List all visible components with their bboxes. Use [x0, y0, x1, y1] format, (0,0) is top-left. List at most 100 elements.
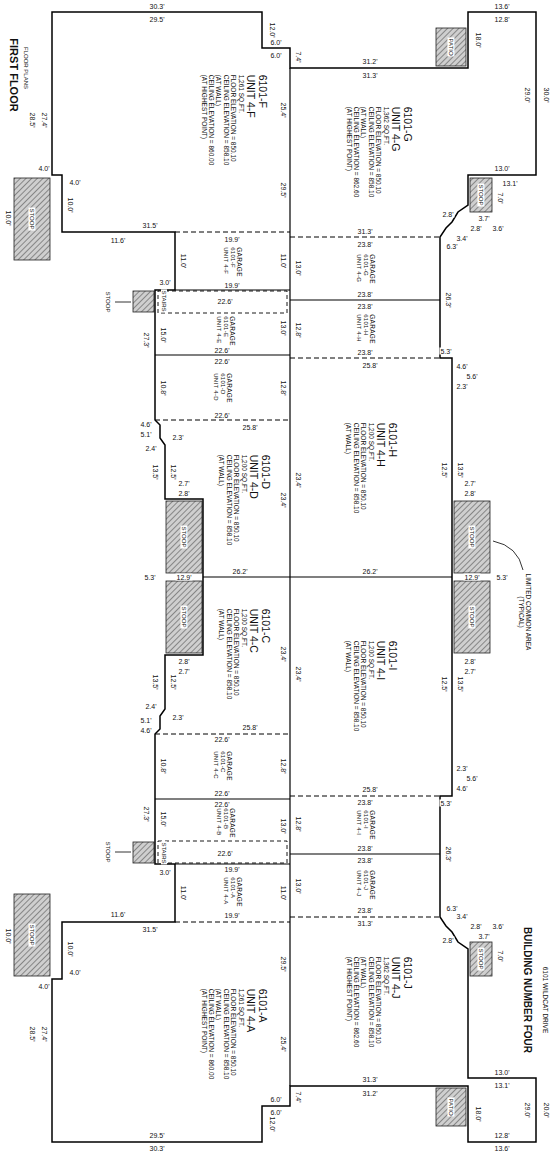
text-block: 6101-CUNIT 4-C1,200 SQ.FT.FLOOR ELEVATIO… [218, 609, 272, 700]
area-label: PATIO [448, 38, 455, 55]
dimension: 4.6' [139, 727, 152, 734]
patio-area: PATIO [436, 28, 466, 66]
dimension: 2.4' [144, 703, 157, 710]
elevation-note: CEILING ELEVATION = 858.10 [225, 455, 232, 546]
dimension: 23.8' [357, 857, 374, 864]
elevation-note: CEILING ELEVATION = 860.00 [208, 75, 215, 166]
text-block: GARAGE6101-BUNIT 4-B [214, 808, 235, 838]
area-label: PATIO [448, 1098, 455, 1115]
text-block: PATIO [448, 1097, 455, 1116]
unit-label: UNIT 4-F [221, 247, 228, 277]
elevation-note: CEILING ELEVATION = 858.10 [368, 107, 375, 198]
elevation-note: FLOOR ELEVATION = 850.10 [375, 957, 382, 1048]
stairs-label: STAIRS [161, 841, 167, 864]
area-label: STOOP [469, 607, 476, 628]
dimension: 4.0' [37, 983, 50, 990]
text-block: GARAGE6101-GUNIT 4-G [354, 254, 375, 284]
unit-room: 6101-DUNIT 4-D1,200 SQ.FT.FLOOR ELEVATIO… [203, 420, 290, 577]
dimension: 23.4' [280, 492, 287, 509]
dimension: 23.8' [357, 291, 374, 298]
text-block: STOOP [469, 526, 476, 549]
stoop-hatch [454, 581, 490, 653]
dimension: 20.0' [543, 1102, 550, 1119]
unit-room: 6101-FUNIT 4-F1,261 SQ.FT.FLOOR ELEVATIO… [52, 12, 290, 232]
stoop-hatch [14, 178, 50, 260]
unit-room: 6101-HUNIT 4-H1,200 SQ.FT.FLOOR ELEVATIO… [290, 358, 452, 577]
elevation-note: CEILING ELEVATION = 858.10 [225, 609, 232, 700]
unit-label: UNIT 4-D [211, 373, 218, 403]
dimension: 12.8' [295, 322, 302, 339]
text-block: STOOP [29, 924, 36, 947]
elevation-note: FLOOR ELEVATION = 850.10 [230, 989, 237, 1080]
room-label: GARAGE [235, 247, 242, 277]
dimension: 31.2' [362, 58, 379, 65]
dimension: 3.4' [455, 235, 468, 242]
leader-line [493, 541, 523, 570]
dimension: 31.5' [142, 222, 159, 229]
stoop-hatch [470, 942, 492, 976]
address: 6101 WILDCAT DRIVE [542, 966, 549, 1035]
dimension: 23.8' [357, 907, 374, 914]
unit-number: 6101-F [257, 75, 269, 166]
dimension: 3.7' [477, 215, 490, 222]
hatched-areas [14, 28, 492, 1126]
dimension: 12.8' [494, 16, 511, 23]
text-block: 6101-HUNIT 4-H1,200 SQ.FT.FLOOR ELEVATIO… [345, 423, 399, 514]
dimension: 12.8' [295, 816, 302, 833]
dimension: 28.5' [29, 1026, 36, 1043]
dimension: 12.5' [170, 674, 177, 691]
text-block: STOOP [29, 208, 36, 231]
dimension: 2.8' [463, 658, 476, 665]
dimension: 2.8' [441, 937, 454, 944]
sheet-title: FIRST FLOOR [8, 38, 19, 111]
dimension: 2.4' [144, 445, 157, 452]
dimension: 31.3' [362, 72, 379, 79]
elevation-note: (AT WALL) [345, 423, 352, 514]
dimension: 27.3' [143, 806, 150, 823]
elevation-note: FLOOR ELEVATION = 850.10 [233, 609, 240, 700]
area-label: STOOP [469, 527, 476, 548]
dimension: 29.5' [280, 182, 287, 199]
stoop-area: STOOP [454, 501, 490, 573]
unit-number: 6101-J [402, 957, 414, 1048]
dimension: 3.0' [158, 869, 171, 876]
dimension: 23.8' [357, 241, 374, 248]
area-note: 1,261 SQ.FT. [238, 989, 245, 1080]
unit-label: UNIT 4-F [245, 75, 257, 166]
dimension: 6.0' [269, 39, 282, 46]
dimension: 2.8' [177, 658, 190, 665]
text-block: STOOP [181, 526, 188, 549]
elevation-note: (AT WALL) [218, 609, 225, 700]
dimension: 2.7' [177, 480, 190, 487]
dimension: 12.5' [441, 676, 448, 693]
dimension: 5.6' [465, 775, 478, 782]
unit-room: 6101-CUNIT 4-C1,200 SQ.FT.FLOOR ELEVATIO… [203, 577, 290, 734]
unit-number: 6101-J [361, 870, 368, 900]
dimension: 5.3' [439, 348, 452, 355]
dimension: 13.0' [494, 165, 511, 172]
dimension: 12.0' [269, 1116, 276, 1133]
dimension: 2.3' [171, 434, 184, 441]
dimension: 5.1' [139, 431, 152, 438]
elevation-note: (AT WALL) [360, 107, 367, 198]
room-label: GARAGE [225, 373, 232, 403]
dimension: 6.3' [445, 243, 458, 250]
dimension: 4.0' [68, 179, 81, 186]
dimension: 26.2' [232, 568, 249, 575]
dimension: 4.6' [455, 785, 468, 792]
elevation-note: CEILING ELEVATION = 858.10 [223, 75, 230, 166]
elevation-note: CEILING ELEVATION = 858.10 [352, 641, 359, 732]
elevation-note: (AT HIGHEST POINT) [201, 75, 208, 166]
unit-number: 6101-G [402, 107, 414, 198]
dimension: 27.3' [143, 332, 150, 349]
stoop-area: STOOP [14, 178, 50, 260]
dimension: 4.0' [37, 165, 50, 172]
elevation-note: CEILING ELEVATION = 858.10 [223, 989, 230, 1080]
elevation-note: FLOOR ELEVATION = 850.10 [375, 107, 382, 198]
stairs-outline [158, 841, 287, 863]
dimension: 12.8' [280, 380, 287, 397]
dimension: 2.3' [455, 765, 468, 772]
dimension: 31.2' [362, 1090, 379, 1097]
unit-label: UNIT 4-H [354, 314, 361, 344]
